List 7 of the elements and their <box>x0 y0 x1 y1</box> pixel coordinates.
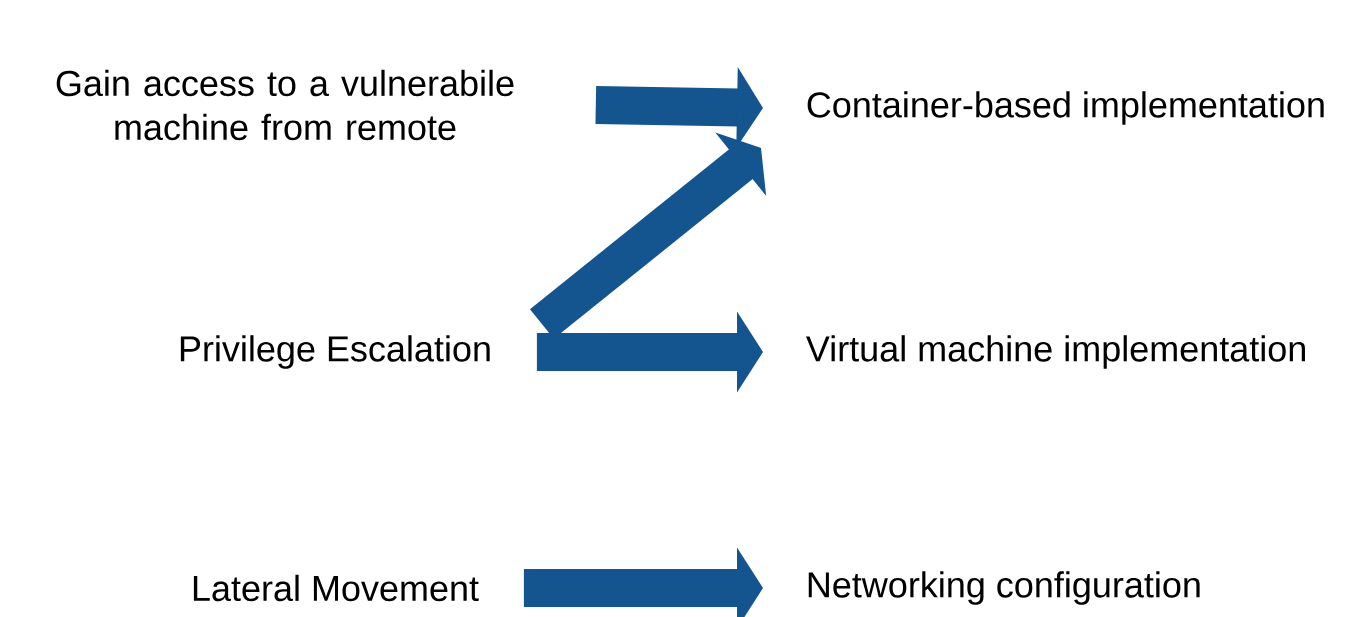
block-arrow <box>523 547 763 617</box>
step-label: Privilege Escalation <box>180 335 490 369</box>
step-label: Networking configuration <box>808 571 1200 605</box>
step-label: Virtual machine implementation <box>806 335 1305 369</box>
step-label: Lateral Movement <box>193 574 479 602</box>
step-label: Container-based implementation <box>807 91 1324 125</box>
step-label: Gain access to a vulnerabile machine from remote <box>56 69 514 141</box>
